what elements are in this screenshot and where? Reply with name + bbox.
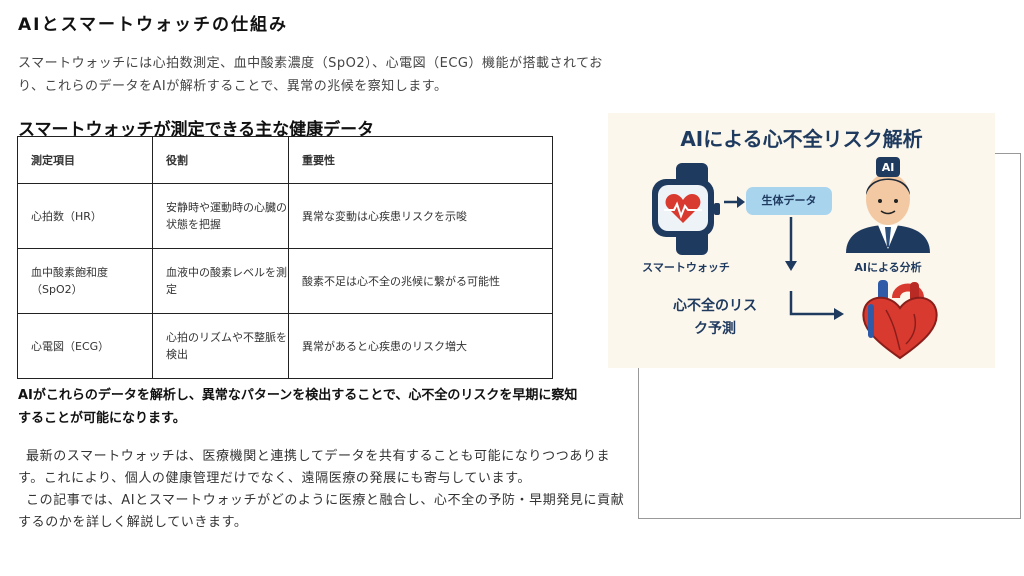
- table-header-row: 測定項目 役割 重要性: [17, 136, 553, 184]
- heart-icon: [862, 280, 938, 360]
- cell-item: 心電図（ECG）: [17, 313, 153, 379]
- cell-importance: 異常な変動は心疾患リスクを示唆: [288, 183, 553, 249]
- cell-item: 心拍数（HR）: [17, 183, 153, 249]
- body-text: 最新のスマートウォッチは、医療機関と連携してデータを共有することも可能になりつつ…: [18, 446, 628, 534]
- arrow-down-icon: [785, 217, 797, 271]
- header-role: 役割: [152, 136, 289, 184]
- cell-item: 血中酸素飽和度（SpO2）: [17, 248, 153, 314]
- smartwatch-icon: [652, 163, 720, 255]
- arrow-right-icon: [789, 291, 844, 320]
- arrow-right-icon: [724, 196, 745, 208]
- summary-text: AIがこれらのデータを解析し、異常なパターンを検出することで、心不全のリスクを早…: [18, 388, 578, 426]
- table-title: スマートウォッチが測定できる主な健康データ: [18, 120, 375, 140]
- cell-importance: 異常があると心疾患のリスク増大: [288, 313, 553, 379]
- ai-analysis-label: AIによる分析: [854, 261, 922, 274]
- cell-role: 心拍のリズムや不整脈を検出: [152, 313, 289, 379]
- header-item: 測定項目: [17, 136, 153, 184]
- table-row: 心電図（ECG） 心拍のリズムや不整脈を検出 異常があると心疾患のリスク増大: [17, 313, 553, 379]
- risk-prediction-label: 心不全のリスク予測: [673, 298, 757, 337]
- table-row: 血中酸素飽和度（SpO2） 血液中の酸素レベルを測定 酸素不足は心不全の兆候に繋…: [17, 248, 553, 314]
- page-title: AIとスマートウォッチの仕組み: [18, 15, 288, 35]
- smartwatch-label: スマートウォッチ: [642, 261, 730, 274]
- infographic: AIによる心不全リスク解析 スマートウォッチ 生体データ AI AIによる分析 …: [608, 113, 995, 368]
- health-data-table: 測定項目 役割 重要性 心拍数（HR） 安静時や運動時の心臓の状態を把握 異常な…: [17, 136, 553, 379]
- table-row: 心拍数（HR） 安静時や運動時の心臓の状態を把握 異常な変動は心疾患リスクを示唆: [17, 183, 553, 249]
- cell-importance: 酸素不足は心不全の兆候に繋がる可能性: [288, 248, 553, 314]
- body-paragraph: この記事では、AIとスマートウォッチがどのように医療と融合し、心不全の予防・早期…: [18, 493, 625, 530]
- ai-chip-badge: AI: [881, 161, 895, 174]
- cell-role: 血液中の酸素レベルを測定: [152, 248, 289, 314]
- intro-paragraph: スマートウォッチには心拍数測定、血中酸素濃度（SpO2）、心電図（ECG）機能が…: [18, 56, 603, 94]
- infographic-title: AIによる心不全リスク解析: [680, 127, 923, 151]
- header-importance: 重要性: [288, 136, 553, 184]
- cell-role: 安静時や運動時の心臓の状態を把握: [152, 183, 289, 249]
- body-paragraph: 最新のスマートウォッチは、医療機関と連携してデータを共有することも可能になりつつ…: [18, 449, 611, 486]
- biodata-box: 生体データ: [746, 187, 832, 215]
- doctor-icon: [846, 157, 930, 253]
